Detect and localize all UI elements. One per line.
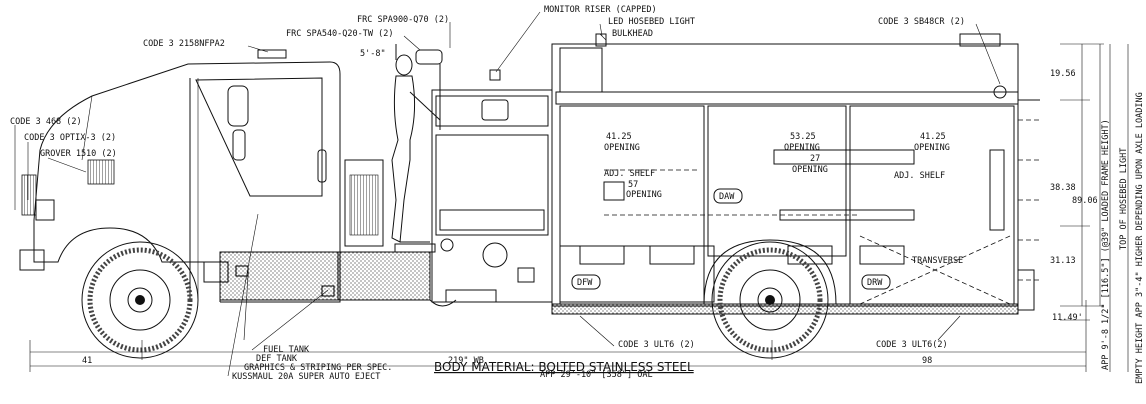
callout-code3-ult6-right: CODE 3 ULT6(2) [876,340,948,350]
step-box [337,251,431,301]
dim-11-49: 11.49' [1052,313,1083,323]
side-mirror [227,85,249,127]
callout-code3-2158nfpa2: CODE 3 2158NFPA2 [143,39,225,49]
callout-led-hosebed-light: LED HOSEBED LIGHT [608,17,695,27]
callout-code3-ult6-left: CODE 3 ULT6 (2) [618,340,695,350]
compartment-daw-label: DAW [719,192,735,202]
transverse-label: TRANSVERSE [912,256,963,266]
dim-overall-length: APP 29'-10" [358"] OAL [540,370,653,380]
firefighter-figure [391,44,441,253]
monitor-nozzle [415,49,443,65]
bulkhead [559,47,603,93]
callout-code3-468: CODE 3 468 (2) [10,117,82,127]
callout-def-tank: DEF TANK [256,354,298,364]
callout-kussmaul: KUSSMAUL 20A SUPER AUTO EJECT [232,372,380,382]
pump-panel [429,89,553,307]
callout-monitor-riser: MONITOR RISER (CAPPED) [544,5,657,15]
callout-code3-optix: CODE 3 OPTIX-3 (2) [24,133,116,143]
dim-38-38: 38.38 [1050,183,1076,193]
adj-shelf-right: ADJ. SHELF [894,171,945,181]
person-height-label: 5'-8" [360,49,386,59]
body-material-note: BODY MATERIAL: BOLTED STAINLESS STEEL [434,360,694,374]
dim-19-56: 19.56 [1050,69,1076,79]
lightbar [257,49,287,59]
opening-4-label: OPENING [792,165,828,175]
opening-5-label: OPENING [626,190,662,200]
callout-frc-spa900: FRC SPA900-Q70 (2) [357,15,449,25]
dim-front-overhang: 41 [82,356,92,366]
bumper [19,249,45,271]
hosebed-rail [555,91,1019,105]
compartment-daw [707,105,847,257]
callout-fuel-tank: FUEL TANK [263,345,310,355]
dim-wheelbase: 219" WB [448,356,484,366]
headlight [35,199,55,221]
cab-door-window [195,77,323,197]
opening-4-width: 27 [810,154,820,164]
callout-graphics-striping: GRAPHICS & STRIPING PER SPEC. [244,363,392,373]
adj-shelf-left: ADJ. SHELF [604,169,655,179]
cab [19,49,341,303]
dim-89-06: 89.06 [1072,196,1098,206]
equipment-rack [344,159,384,247]
note-empty-height: EMPTY HEIGHT APP 3"-4" HIGHER DEPENDING … [1135,92,1145,384]
opening-3-width: 41.25 [920,132,946,142]
hood-vent [87,159,115,185]
opening-1-label: OPENING [604,143,640,153]
note-hosebed-light: TOP OF HOSEBED LIGHT [1119,148,1129,250]
front-wheel [81,241,199,359]
opening-2-label: OPENING [784,143,820,153]
dim-rear-overhang: 98 [922,356,932,366]
opening-3-label: OPENING [914,143,950,153]
note-loaded-height: APP 9'-8 1/2" [116.5"] (@39" LOADED FRAM… [1101,119,1111,370]
front-grille [21,174,37,216]
dimension-lines [29,43,1129,372]
hosebed-light [993,85,1007,99]
monitor-riser [489,69,501,81]
opening-2-width: 53.25 [790,132,816,142]
compartment-dfw-label: DFW [577,278,593,288]
dim-31-13: 31.13 [1050,256,1076,266]
door-handle [317,149,327,183]
callout-grover-1510: GROVER 1510 (2) [40,149,117,159]
callout-frc-spa540: FRC SPA540-Q20-TW (2) [286,29,393,39]
rear-wheel [711,241,829,359]
callout-code3-sb48cr: CODE 3 SB48CR (2) [878,17,965,27]
monitor-control [481,99,509,121]
pump-intake [482,242,508,268]
opening-5-width: 57 [628,180,638,190]
callout-leaders [14,11,1001,377]
compartment-dfw [559,105,705,305]
compartment-drw-label: DRW [867,278,883,288]
apparatus-body [551,33,1040,315]
opening-1-width: 41.25 [606,132,632,142]
callout-bulkhead: BULKHEAD [612,29,653,39]
